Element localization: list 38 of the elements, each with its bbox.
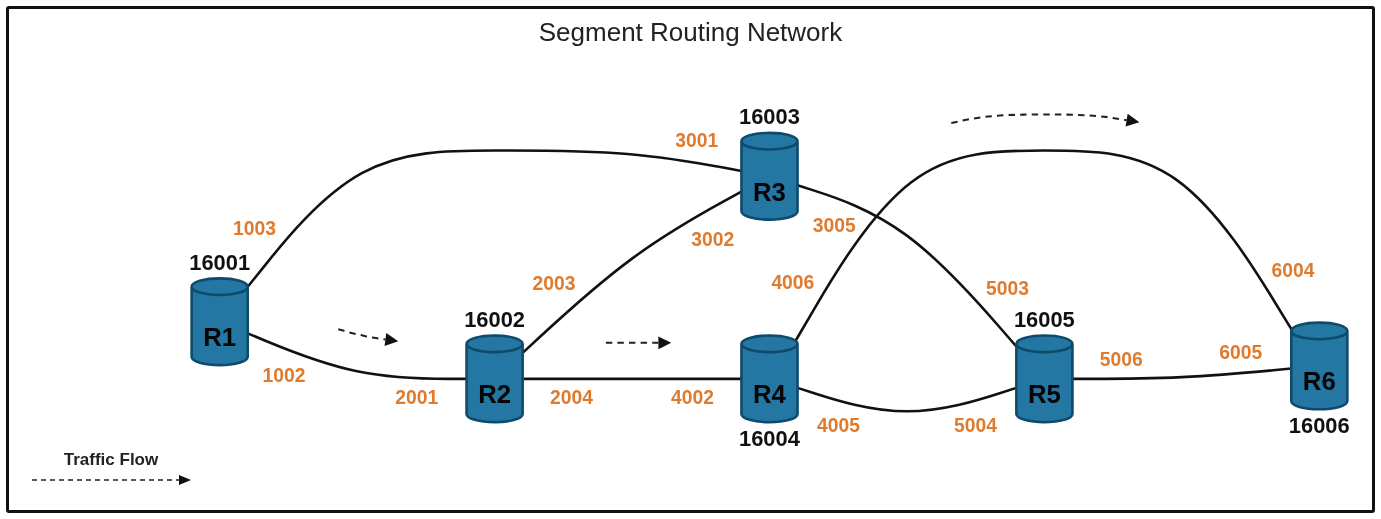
router-node: R6 <box>1289 321 1349 411</box>
link-line <box>797 184 1018 348</box>
adjacency-segment-label: 5006 <box>1099 349 1143 371</box>
adjacency-segment-label: 1002 <box>262 365 306 387</box>
node-segment-label: 16001 <box>189 249 251 275</box>
adjacency-segment-label: 4006 <box>771 271 815 293</box>
router-node: R3 <box>740 131 799 221</box>
router-node: R4 <box>740 334 799 424</box>
adjacency-segment-label: 5004 <box>954 414 997 436</box>
link-line <box>797 386 1017 413</box>
node-segment-label: 16003 <box>739 104 800 130</box>
router-node: R5 <box>1015 334 1074 424</box>
adjacency-segment-label: 6004 <box>1271 260 1315 282</box>
adjacency-segment-label: 3002 <box>691 229 735 251</box>
node-segment-label: 16005 <box>1013 306 1075 332</box>
legend-label: Traffic Flow <box>63 450 159 470</box>
link-line <box>522 377 742 381</box>
link-line <box>246 149 742 288</box>
router-node: R2 <box>465 334 524 424</box>
adjacency-segment-label: 1003 <box>233 218 276 240</box>
adjacency-segment-label: 2003 <box>532 272 576 294</box>
adjacency-segment-label: 2001 <box>395 387 439 409</box>
link-line <box>247 332 467 381</box>
node-segment-label: 16006 <box>1288 413 1350 439</box>
adjacency-segment-label: 3001 <box>675 130 719 151</box>
diagram-title: Segment Routing Network <box>538 17 843 48</box>
adjacency-segment-label: 6005 <box>1219 342 1263 364</box>
link-line <box>521 190 743 354</box>
node-segment-label: 16004 <box>739 425 800 451</box>
adjacency-segment-label: 4005 <box>816 414 860 436</box>
node-segment-label: 16002 <box>464 306 526 332</box>
adjacency-segment-label: 2004 <box>550 387 594 409</box>
adjacency-segment-label: 3005 <box>812 214 856 236</box>
router-node: R1 <box>190 277 249 367</box>
link-line <box>1072 367 1292 381</box>
adjacency-segment-label: 5003 <box>985 278 1029 300</box>
link-line <box>794 149 1293 342</box>
adjacency-segment-label: 4002 <box>671 387 715 409</box>
